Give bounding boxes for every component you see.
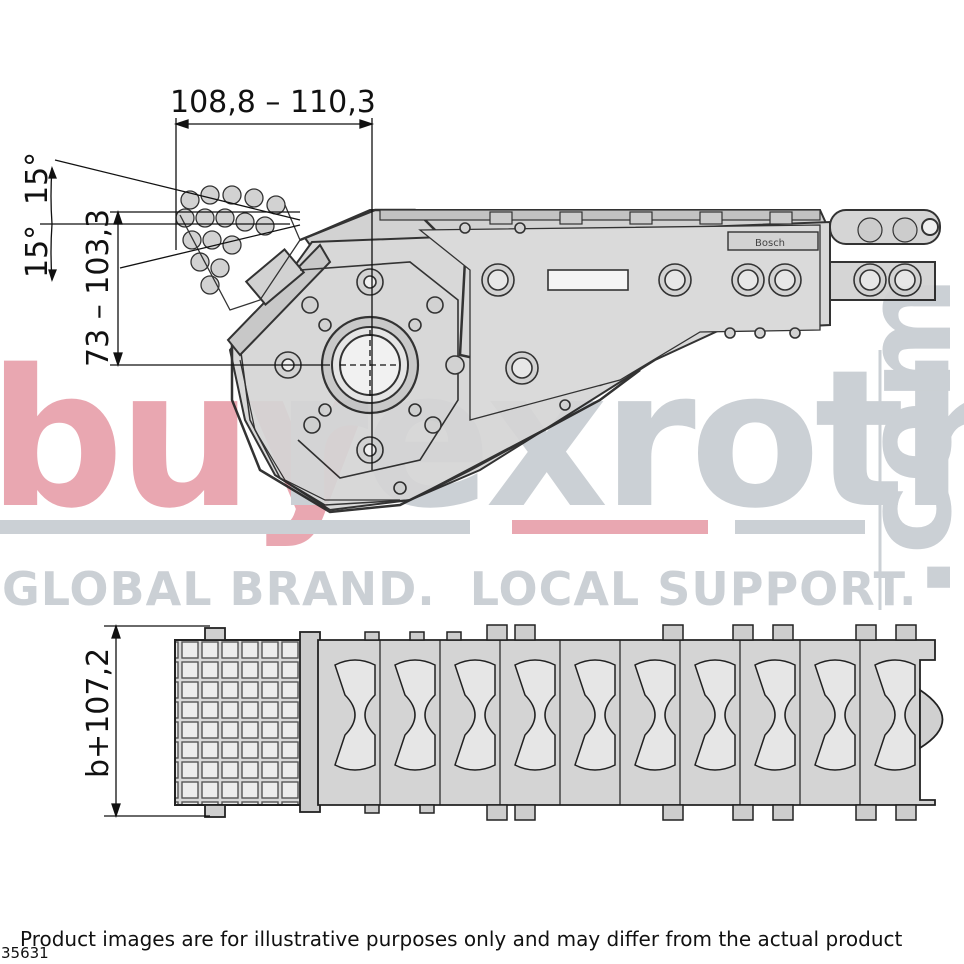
watermark-bar-1: [0, 520, 470, 534]
watermark-bar-3: [735, 520, 865, 534]
dimension-height-lower: b+107,2: [81, 648, 116, 778]
dimension-height-upper: 73 – 103,3: [81, 209, 116, 367]
brand-plate-text: Bosch: [755, 238, 785, 249]
dimension-angle-top: 15°: [20, 152, 55, 205]
flat-top-grid: [174, 639, 304, 806]
dimension-lines-top: [40, 118, 400, 470]
chain-end-round: [919, 688, 944, 750]
housing-ring: [297, 261, 459, 479]
bolts: [274, 222, 922, 495]
disclaimer-text: Product images are for illustrative purp…: [20, 927, 903, 951]
dimension-lines-bottom: [104, 623, 210, 819]
grid-tab-bottom: [204, 804, 226, 818]
chain-top-view: [174, 624, 944, 821]
watermark: buy rexroth GLOBAL BRAND. LOCAL SUPPORT.…: [0, 276, 964, 616]
lower-guard: [239, 359, 400, 501]
product-code: 35631: [1, 944, 49, 962]
grid-tab-top: [204, 627, 226, 641]
chain-link-pattern: [334, 659, 916, 771]
top-chain-links: [379, 209, 918, 243]
chain-link-separators: [379, 640, 861, 805]
watermark-tagline: GLOBAL BRAND. LOCAL SUPPORT.: [2, 562, 918, 616]
watermark-bar-2: [512, 520, 708, 534]
housing-slot: [547, 269, 629, 291]
chain-bolts: [364, 624, 917, 821]
front-rollers: [175, 185, 301, 311]
grid-side: [299, 631, 321, 813]
dimension-width-range: 108,8 – 110,3: [170, 85, 376, 120]
dimension-angle-bottom: 15°: [20, 225, 55, 278]
watermark-com: .com: [840, 276, 964, 600]
brand-plate: [727, 231, 819, 251]
housing-inner-guard: [239, 344, 601, 506]
rail-end-hole: [921, 218, 939, 236]
